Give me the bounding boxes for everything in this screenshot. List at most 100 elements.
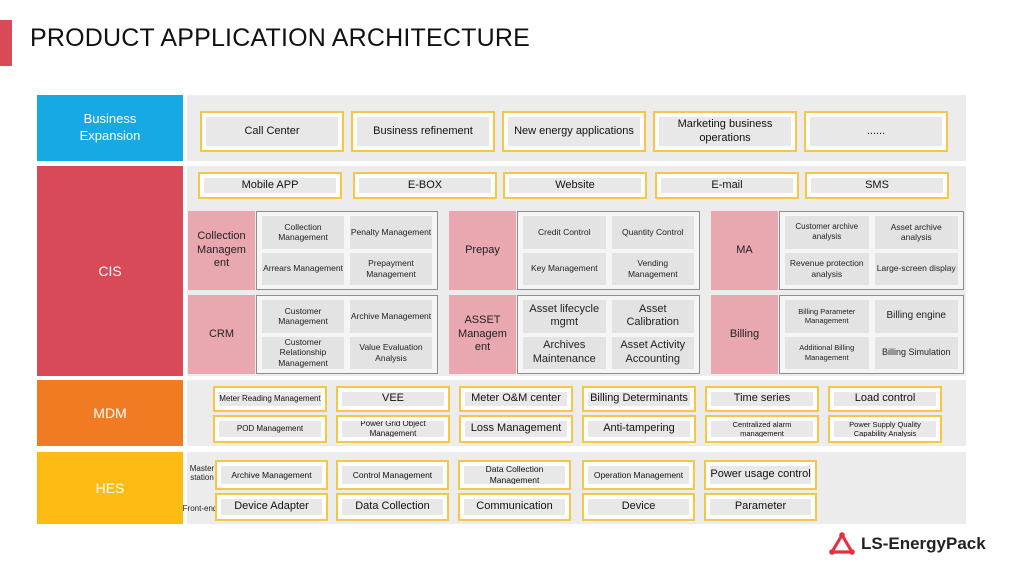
cis-cell-vending-management[interactable]: Vending Management <box>611 252 694 285</box>
mdm-meter-o-m-center[interactable]: Meter O&M center <box>459 386 573 412</box>
mdm-centralized-alarm-management-label: Centralized alarm management <box>711 421 813 437</box>
mdm-anti-tampering[interactable]: Anti-tampering <box>582 415 696 443</box>
business-item--label: ...... <box>810 117 942 146</box>
mdm-power-supply-quality-capability-analysis[interactable]: Power Supply Quality Capability Analysis <box>828 415 942 443</box>
cis-cell-customer-relationship-management[interactable]: Customer Relationship Management <box>262 336 344 369</box>
cis-cell-asset-archive-analysis[interactable]: Asset archive analysis <box>874 216 958 249</box>
mdm-time-series-label: Time series <box>711 392 813 406</box>
mdm-vee[interactable]: VEE <box>336 386 450 412</box>
cis-cell-quantity-control[interactable]: Quantity Control <box>611 216 694 249</box>
mdm-meter-reading-management-label: Meter Reading Management <box>219 392 321 406</box>
channel-mobile-app[interactable]: Mobile APP <box>198 172 342 199</box>
hes-communication-adapter-row[interactable]: Communication <box>458 493 571 521</box>
brand-name: LS-EnergyPack <box>861 534 986 553</box>
module-prepay-title: Prepay <box>449 211 516 290</box>
channel-sms[interactable]: SMS <box>805 172 949 199</box>
mdm-centralized-alarm-management[interactable]: Centralized alarm management <box>705 415 819 443</box>
mdm-anti-tampering-label: Anti-tampering <box>588 421 690 437</box>
business-item-call-center-label: Call Center <box>206 117 338 146</box>
hes-device-adapter-adapter-row[interactable]: Device Adapter <box>215 493 328 521</box>
cis-cell-prepayment-management[interactable]: Prepayment Management <box>350 252 432 285</box>
cis-cell-key-management[interactable]: Key Management <box>523 252 606 285</box>
cis-cell-penalty-management[interactable]: Penalty Management <box>350 216 432 249</box>
business-item-call-center[interactable]: Call Center <box>200 111 344 152</box>
cis-cell-large-screen-display[interactable]: Large-screen display <box>874 252 958 285</box>
hes-device-adapter-row-label: Device <box>588 499 689 515</box>
cis-cell-billing-engine[interactable]: Billing engine <box>874 300 958 333</box>
cis-cell-asset-calibration[interactable]: Asset Calibration <box>611 300 694 333</box>
business-item-[interactable]: ...... <box>804 111 948 152</box>
hes-device-adapter-adapter-row-label: Device Adapter <box>221 499 322 515</box>
hes-parameter-adapter-row-label: Parameter <box>710 499 811 515</box>
cis-cell-archive-management[interactable]: Archive Management <box>350 300 432 333</box>
cis-cell-billing-simulation[interactable]: Billing Simulation <box>874 336 958 369</box>
business-item-marketing-business-operations[interactable]: Marketing business operations <box>653 111 797 152</box>
hes-control-management[interactable]: Control Management <box>336 460 449 490</box>
module-collection-managem-ent-title: Collection Managem ent <box>188 211 255 290</box>
mdm-time-series[interactable]: Time series <box>705 386 819 412</box>
module-crm-title: CRM <box>188 295 255 374</box>
hes-device-adapter-row[interactable]: Device <box>582 493 695 521</box>
mdm-billing-determinants-label: Billing Determinants <box>588 392 690 406</box>
cis-cell-credit-control[interactable]: Credit Control <box>523 216 606 249</box>
hes-data-collection-adapter-row-label: Data Collection <box>342 499 443 515</box>
channel-e-mail[interactable]: E-mail <box>655 172 799 199</box>
channel-website[interactable]: Website <box>503 172 647 199</box>
title-accent-bar <box>0 20 12 66</box>
hes-communication-adapter-row-label: Communication <box>464 499 565 515</box>
mdm-loss-management[interactable]: Loss Management <box>459 415 573 443</box>
mdm-vee-label: VEE <box>342 392 444 406</box>
row-label-cis: CIS <box>37 166 183 376</box>
cis-cell-billing-parameter-management[interactable]: Billing Parameter Management <box>785 300 869 333</box>
cis-cell-collection-management[interactable]: Collection Management <box>262 216 344 249</box>
business-item-new-energy-applications[interactable]: New energy applications <box>502 111 646 152</box>
hes-operation-management-label: Operation Management <box>588 466 689 484</box>
ls-logo-icon <box>829 532 855 555</box>
cis-cell-customer-archive-analysis[interactable]: Customer archive analysis <box>785 216 869 249</box>
hes-data-collection-adapter-row[interactable]: Data Collection <box>336 493 449 521</box>
hes-power-usage-control[interactable]: Power usage control <box>704 460 817 490</box>
cis-cell-customer-management[interactable]: Customer Management <box>262 300 344 333</box>
hes-archive-management-label: Archive Management <box>221 466 322 484</box>
channel-e-mail-label: E-mail <box>661 178 793 193</box>
mdm-meter-reading-management[interactable]: Meter Reading Management <box>213 386 327 412</box>
business-item-marketing-business-operations-label: Marketing business operations <box>659 117 791 146</box>
brand-logo: LS-EnergyPack <box>829 532 986 556</box>
business-item-business-refinement[interactable]: Business refinement <box>351 111 495 152</box>
hes-operation-management[interactable]: Operation Management <box>582 460 695 490</box>
hes-data-collection-management[interactable]: Data Collection Management <box>458 460 571 490</box>
cis-cell-asset-activity-accounting[interactable]: Asset Activity Accounting <box>611 336 694 369</box>
mdm-meter-o-m-center-label: Meter O&M center <box>465 392 567 406</box>
mdm-load-control[interactable]: Load control <box>828 386 942 412</box>
channel-e-box-label: E-BOX <box>359 178 491 193</box>
cis-cell-revenue-protection-analysis[interactable]: Revenue protection analysis <box>785 252 869 285</box>
channel-sms-label: SMS <box>811 178 943 193</box>
mdm-pod-management[interactable]: POD Management <box>213 415 327 443</box>
mdm-loss-management-label: Loss Management <box>465 421 567 437</box>
hes-control-management-label: Control Management <box>342 466 443 484</box>
hes-power-usage-control-label: Power usage control <box>710 466 811 484</box>
channel-e-box[interactable]: E-BOX <box>353 172 497 199</box>
module-billing-title: Billing <box>711 295 778 374</box>
mdm-pod-management-label: POD Management <box>219 421 321 437</box>
business-item-new-energy-applications-label: New energy applications <box>508 117 640 146</box>
business-item-business-refinement-label: Business refinement <box>357 117 489 146</box>
mdm-power-grid-object-management-label: Power Grid Object Management <box>342 421 444 437</box>
cis-cell-arrears-management[interactable]: Arrears Management <box>262 252 344 285</box>
cis-cell-additional-billing-management[interactable]: Additional Billing Management <box>785 336 869 369</box>
hes-archive-management[interactable]: Archive Management <box>215 460 328 490</box>
cis-cell-value-evaluation-analysis[interactable]: Value Evaluation Analysis <box>350 336 432 369</box>
row-label-mdm: MDM <box>37 380 183 446</box>
mdm-power-grid-object-management[interactable]: Power Grid Object Management <box>336 415 450 443</box>
mdm-load-control-label: Load control <box>834 392 936 406</box>
cis-cell-archives-maintenance[interactable]: Archives Maintenance <box>523 336 606 369</box>
channel-mobile-app-label: Mobile APP <box>204 178 336 193</box>
hes-parameter-adapter-row[interactable]: Parameter <box>704 493 817 521</box>
module-ma-title: MA <box>711 211 778 290</box>
mdm-billing-determinants[interactable]: Billing Determinants <box>582 386 696 412</box>
row-label-hes: HES <box>37 452 183 524</box>
row-label-business: Business Expansion <box>37 95 183 161</box>
hes-data-collection-management-label: Data Collection Management <box>464 466 565 484</box>
module-asset-managem-ent-title: ASSET Managem ent <box>449 295 516 374</box>
cis-cell-asset-lifecycle-mgmt[interactable]: Asset lifecycle mgmt <box>523 300 606 333</box>
